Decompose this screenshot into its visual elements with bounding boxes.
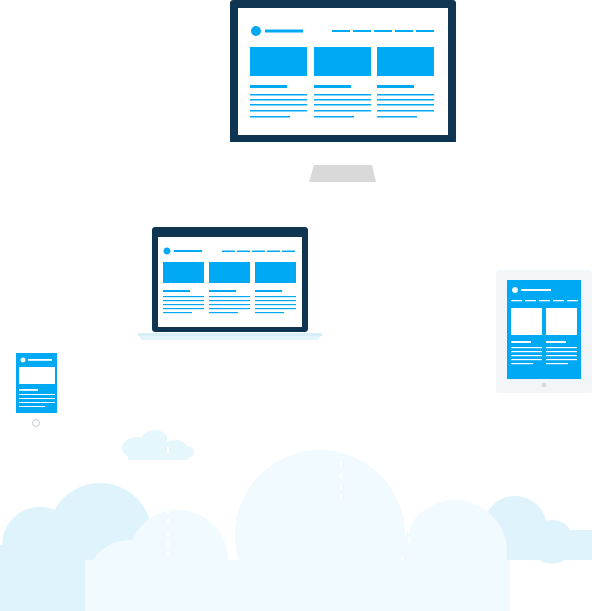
small-cloud [122, 430, 194, 460]
cloud-group [0, 430, 592, 611]
monitor-stand [309, 165, 376, 182]
tablet [496, 270, 592, 393]
phone-home-button [31, 418, 41, 428]
content-blocks [250, 47, 434, 76]
desktop-monitor [230, 0, 456, 182]
main-cloud [85, 450, 510, 611]
laptop-base [138, 335, 322, 340]
content-text-lines [250, 85, 434, 118]
phone [11, 348, 61, 432]
upload-dashes [167, 436, 410, 560]
laptop [138, 227, 322, 340]
site-nav [332, 30, 434, 32]
site-logo-dot [251, 26, 261, 36]
site-logo-text [265, 29, 303, 33]
tablet-home-button [541, 382, 547, 388]
